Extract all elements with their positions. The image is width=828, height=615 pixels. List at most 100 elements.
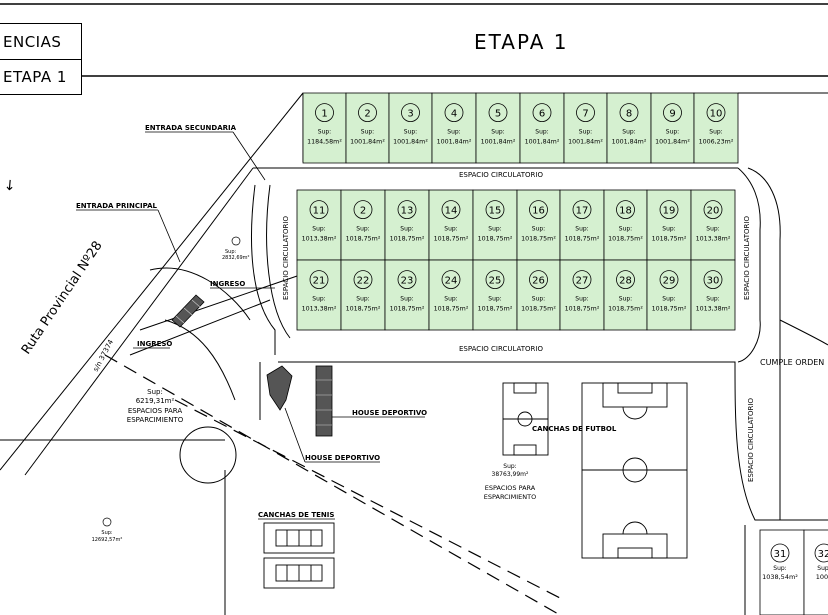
lot-area: 1018,75m² xyxy=(390,235,425,242)
lot-shape xyxy=(340,189,386,261)
lot-number-circle xyxy=(659,200,679,220)
house-2-label: HOUSE DEPORTIVO xyxy=(305,454,380,462)
lot-number-circle xyxy=(576,103,595,122)
lots-layer: 1Sup:1184,58m²2Sup:1001,84m²3Sup:1001,84… xyxy=(296,92,828,615)
road-edge-19 xyxy=(164,319,236,401)
lot-area: 1001,84m² xyxy=(568,138,603,145)
lot-number: 18 xyxy=(619,206,632,217)
lot-sup-label: Sup: xyxy=(444,296,457,303)
lot-area: 1001,84m² xyxy=(481,138,516,145)
lot-sup-label: Sup: xyxy=(532,226,545,233)
esparc-2-label: ESPACIOS PARA xyxy=(485,484,536,492)
large-field-box-bottom xyxy=(602,533,668,559)
lot-number: 23 xyxy=(401,276,414,287)
lot-number-circle xyxy=(309,200,329,220)
lot-number: 27 xyxy=(576,276,589,287)
house-stripes xyxy=(316,379,332,426)
area-bottom-left-value: 12692,57m² xyxy=(92,537,123,543)
lot-number: 14 xyxy=(445,206,458,217)
lot-sup-label: Sup: xyxy=(575,296,588,303)
house-1-label: HOUSE DEPORTIVO xyxy=(352,409,427,417)
lot-sup-label: Sup: xyxy=(662,296,675,303)
large-field-outline xyxy=(581,382,688,559)
entrada-secundaria-label: ENTRADA SECUNDARIA xyxy=(145,124,237,132)
lot-shape xyxy=(693,92,739,164)
lot-shape xyxy=(475,92,521,164)
lot-area: 1006,23m² xyxy=(699,138,734,145)
lot-area: 1013,38m² xyxy=(302,235,337,242)
sup-esparc-1-label: Sup: xyxy=(147,388,163,396)
lot-number: 5 xyxy=(495,109,501,120)
large-soccer-field xyxy=(581,382,688,559)
lot-number: 2 xyxy=(360,206,366,217)
lot-number-circle xyxy=(353,200,373,220)
area-esparc-1-value: 6219,31m² xyxy=(136,397,175,405)
lot-number-circle xyxy=(353,270,373,290)
esparc-2b-label: ESPARCIMIENTO xyxy=(484,493,536,501)
large-field-arc-top xyxy=(622,406,648,420)
lot-number-circle xyxy=(397,270,417,290)
house-deportivo-2-shape xyxy=(315,365,333,437)
small-field-center xyxy=(517,411,533,427)
lot-number: 19 xyxy=(663,206,676,217)
lot-shape xyxy=(388,92,433,164)
lot-shape xyxy=(340,259,386,331)
entrada-principal-label: ENTRADA PRINCIPAL xyxy=(76,202,158,210)
lot-sup-label: Sup: xyxy=(575,226,588,233)
dashed-axis xyxy=(104,354,561,615)
lot-number: 6 xyxy=(539,109,545,120)
lot-shape xyxy=(472,189,518,261)
site-boundary xyxy=(0,92,828,615)
road-edge-10 xyxy=(779,319,828,346)
lot-number-circle xyxy=(572,270,592,290)
sup-small-label: Sup: xyxy=(225,249,237,255)
small-field-box-top xyxy=(513,382,537,394)
lot-number-circle xyxy=(444,103,464,122)
large-field-box-top xyxy=(602,382,668,408)
lot-area: 1018,75m² xyxy=(434,235,469,242)
lot-area: 1018,75m² xyxy=(346,235,381,242)
lot-number-circle xyxy=(397,200,417,220)
lot-number-circle xyxy=(572,200,592,220)
canchas-tenis-label: CANCHAS DE TENIS xyxy=(258,511,334,519)
lot-sup-label: Sup: xyxy=(619,296,632,303)
lot-area: 1018,75m² xyxy=(478,235,513,242)
lot-area: 1007 xyxy=(816,573,828,581)
lot-number: 10 xyxy=(710,109,723,120)
lot-number-circle xyxy=(529,200,548,220)
lot-area: 1001,84m² xyxy=(525,138,560,145)
lot-number: 20 xyxy=(707,206,720,217)
espacio-right-upper-label: ESPACIO CIRCULATORIO xyxy=(743,216,751,300)
lot-number-circle xyxy=(315,103,334,122)
tennis-court-1-outline xyxy=(263,522,335,554)
lot-number: 29 xyxy=(663,276,676,287)
lot-shape xyxy=(690,259,736,331)
lot-number-circle xyxy=(532,103,552,122)
lot-number: 7 xyxy=(582,109,588,120)
lot-sup-label: Sup: xyxy=(361,129,374,136)
lot-area: 1018,75m² xyxy=(346,305,381,312)
area-esparc-2-value: 38763,99m² xyxy=(492,471,529,478)
sup-bottom-left-label: Sup: xyxy=(101,530,113,536)
lot-number-circle xyxy=(401,103,420,122)
north-arrow: ↙ xyxy=(0,175,19,195)
lot-sup-label: Sup: xyxy=(666,129,679,136)
house-deportivo-1-shape xyxy=(266,365,293,411)
lot-number: 13 xyxy=(401,206,414,217)
lot-number: 17 xyxy=(576,206,589,217)
small-field-box-bottom xyxy=(513,444,537,456)
roundabout-circle xyxy=(179,426,237,484)
